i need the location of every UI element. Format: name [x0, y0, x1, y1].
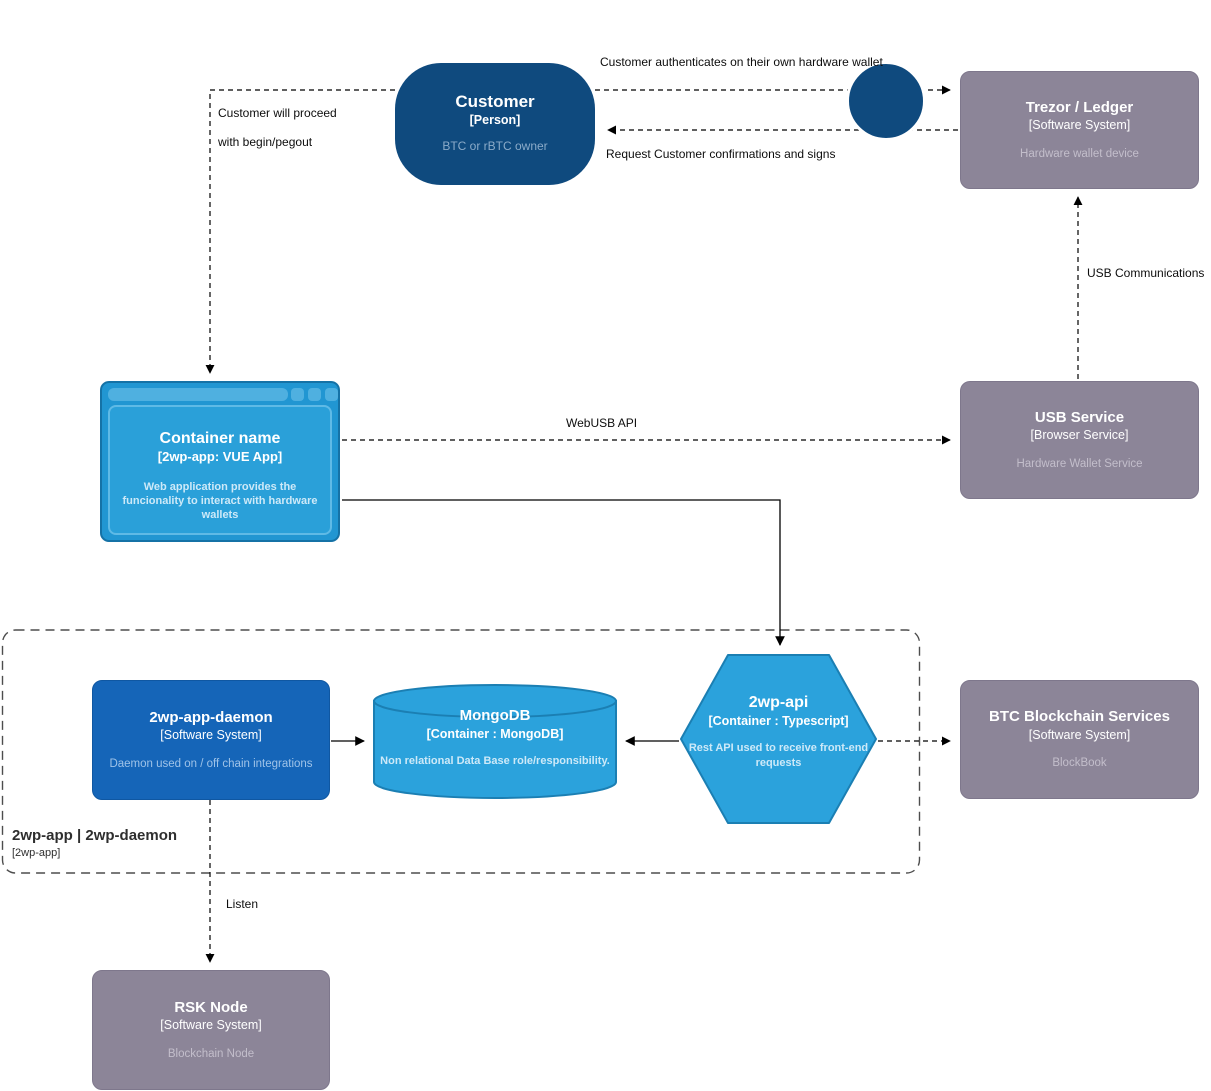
node-title: Customer: [455, 92, 535, 111]
node-subtitle: [Software System]: [160, 728, 262, 743]
node-title: USB Service: [1034, 408, 1125, 426]
node-subtitle: [2wp-app: VUE App]: [157, 449, 283, 464]
browser-button-icon: [308, 388, 321, 401]
boundary-subtitle: [2wp-app]: [12, 847, 61, 859]
browser-address-bar-icon: [108, 388, 288, 401]
node-description: Hardware Wallet Service: [1016, 457, 1143, 470]
edge-label-proceed: Customer will proceed with begin/pegout: [218, 106, 337, 149]
node-title: Container name: [159, 430, 281, 447]
node-subtitle: [Container : Typescript]: [708, 714, 849, 728]
node-description: Web application provides the funcionalit…: [122, 480, 318, 522]
node-usb-service: USB Service [Browser Service] Hardware W…: [960, 381, 1199, 499]
node-description: BTC or rBTC owner: [442, 138, 548, 153]
edge-label-proceed-line1: Customer will proceed: [218, 106, 337, 120]
browser-content: Container name [2wp-app: VUE App] Web ap…: [108, 405, 332, 535]
node-subtitle: [Container : MongoDB]: [426, 726, 564, 741]
node-description: Blockchain Node: [167, 1047, 255, 1060]
node-trezor-ledger: Trezor / Ledger [Software System] Hardwa…: [960, 71, 1199, 189]
node-customer: Customer [Person] BTC or rBTC owner: [395, 61, 926, 185]
node-title: MongoDB: [459, 707, 531, 724]
node-btc-blockchain-services: BTC Blockchain Services [Software System…: [960, 680, 1199, 799]
node-description: Hardware wallet device: [1020, 147, 1139, 160]
node-description: Rest API used to receive front-end reque…: [688, 742, 869, 769]
node-mongodb: MongoDB [Container : MongoDB] Non relati…: [372, 683, 618, 800]
node-title: 2wp-api: [748, 694, 809, 711]
edge-label-proceed-line2: with begin/pegout: [218, 135, 313, 149]
node-rsk-node: RSK Node [Software System] Blockchain No…: [92, 970, 330, 1090]
node-description: BlockBook: [1052, 757, 1107, 770]
browser-button-icon: [291, 388, 304, 401]
node-subtitle: [Software System]: [1028, 118, 1131, 133]
boundary-title: 2wp-app | 2wp-daemon: [12, 827, 178, 844]
node-subtitle: [Software System]: [1028, 727, 1131, 742]
edge-container-api: [342, 499, 785, 646]
person-head-icon: [846, 61, 926, 141]
node-title: Trezor / Ledger: [1025, 98, 1134, 116]
node-description: Daemon used on / off chain integrations: [109, 757, 313, 770]
node-2wp-app-daemon: 2wp-app-daemon [Software System] Daemon …: [92, 680, 330, 800]
node-container-2wp-app: Container name [2wp-app: VUE App] Web ap…: [100, 381, 340, 542]
browser-button-icon: [325, 388, 338, 401]
node-description: Non relational Data Base role/responsibi…: [380, 755, 610, 767]
node-title: 2wp-app-daemon: [149, 708, 273, 726]
node-title: RSK Node: [174, 998, 248, 1016]
node-title: BTC Blockchain Services: [989, 708, 1170, 726]
edge-label-listen: Listen: [226, 897, 259, 911]
node-subtitle: [Software System]: [160, 1018, 262, 1033]
edge-label-auth: Customer authenticates on their own hard…: [600, 55, 883, 69]
edge-label-request: Request Customer confirmations and signs: [606, 147, 836, 161]
database-cylinder-icon: [373, 684, 617, 799]
hexagon-icon: [680, 654, 877, 824]
node-subtitle: [Browser Service]: [1030, 428, 1129, 443]
edge-label-webusb-api: WebUSB API: [566, 416, 638, 430]
node-subtitle: [Person]: [469, 113, 521, 128]
edge-label-usb-communications: USB Communications: [1087, 266, 1205, 280]
node-2wp-api: 2wp-api [Container : Typescript] Rest AP…: [679, 653, 878, 825]
